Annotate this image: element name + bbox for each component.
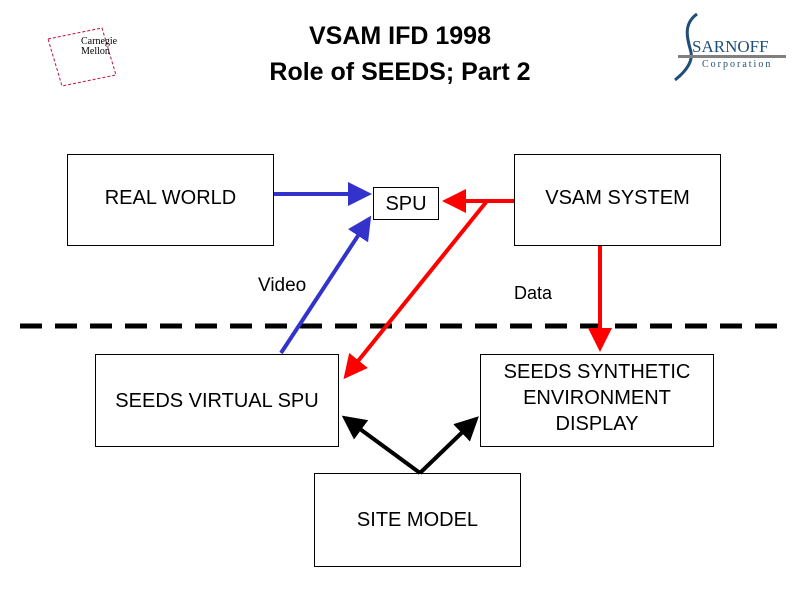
- sarnoff-swoosh-icon: [674, 12, 786, 82]
- video-label: Video: [258, 275, 307, 296]
- real-world-node: REAL WORLD: [67, 154, 274, 246]
- title-line-2: Role of SEEDS; Part 2: [269, 58, 531, 86]
- seeds-synthetic-line2: ENVIRONMENT: [523, 386, 671, 409]
- seeds-virtual-spu-node: SEEDS VIRTUAL SPU: [95, 354, 339, 447]
- carnegie-mellon-logo: Carnegie Mellon: [44, 25, 134, 95]
- vsam-to-virtual-spu-arrow: [343, 199, 489, 380]
- site-to-virtual-spu-arrow: [341, 415, 422, 475]
- seeds-synthetic-display-node: SEEDS SYNTHETIC ENVIRONMENT DISPLAY: [480, 354, 714, 447]
- cmu-logo-line1: Carnegie: [81, 36, 118, 47]
- seeds-virtual-spu-label: SEEDS VIRTUAL SPU: [115, 389, 319, 412]
- seeds-synthetic-line3: DISPLAY: [555, 412, 639, 435]
- cmu-frame-icon: [47, 27, 117, 87]
- video-arrow: [279, 215, 372, 355]
- site-model-node: SITE MODEL: [314, 473, 521, 567]
- spu-node: SPU: [373, 187, 439, 220]
- spu-label: SPU: [385, 192, 427, 215]
- site-model-label: SITE MODEL: [356, 509, 479, 531]
- site-to-display-arrow: [418, 416, 479, 475]
- vsam-system-node: VSAM SYSTEM: [514, 154, 721, 246]
- cmu-logo-line2: Mellon: [81, 46, 110, 57]
- real-world-label: REAL WORLD: [104, 187, 237, 209]
- title-line-1: VSAM IFD 1998: [308, 22, 491, 50]
- sarnoff-name: SARNOFF: [692, 37, 769, 56]
- sarnoff-logo: SARNOFF Corporation: [645, 10, 790, 85]
- sarnoff-sub: Corporation: [702, 59, 773, 70]
- data-label: Data: [514, 283, 553, 303]
- seeds-synthetic-line1: SEEDS SYNTHETIC: [503, 360, 691, 383]
- vsam-system-label: VSAM SYSTEM: [545, 187, 690, 209]
